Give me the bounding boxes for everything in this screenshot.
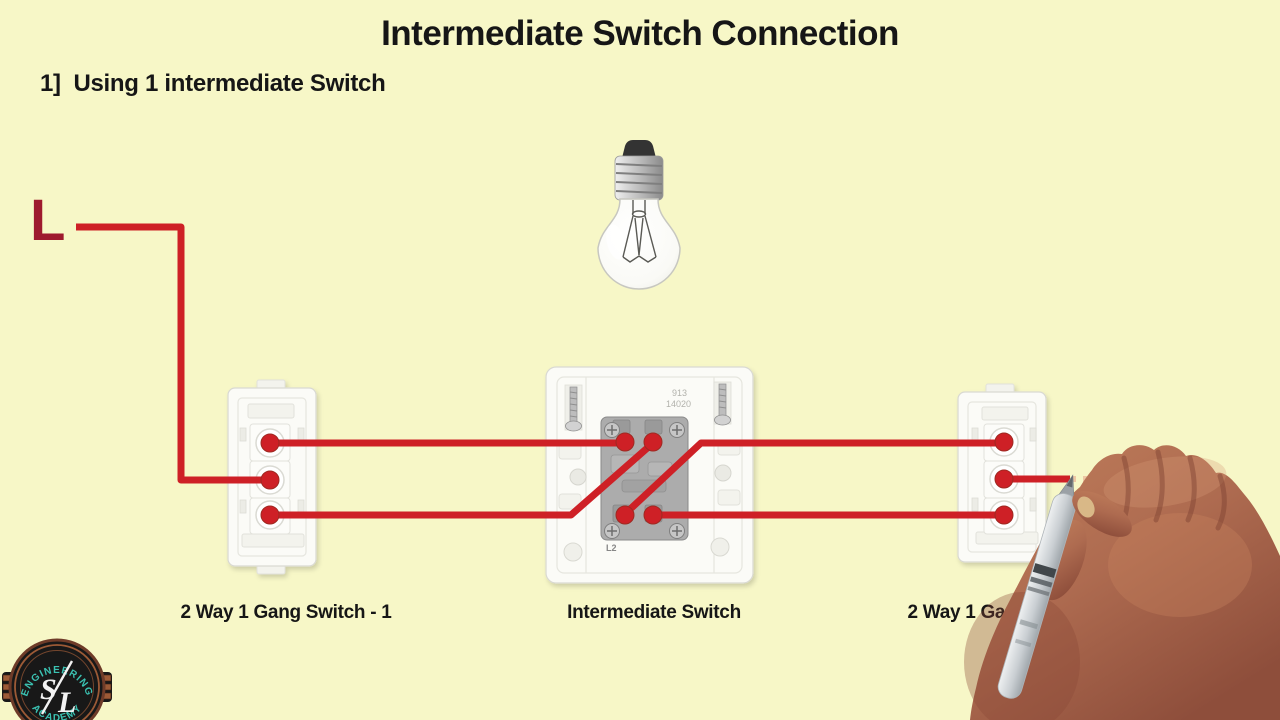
- knuckle-sheen: [1103, 456, 1227, 508]
- terminal-dot: [994, 469, 1014, 489]
- page-title: Intermediate Switch Connection: [381, 14, 899, 53]
- left-switch-label: 2 Way 1 Gang Switch - 1: [180, 602, 392, 623]
- left-switch-bottom-strip: [241, 533, 305, 548]
- pen-point: [1066, 475, 1073, 488]
- terminal-dot: [260, 470, 280, 490]
- wire-left-bottom-to-intermediate: [272, 440, 656, 519]
- mounting-screw-right: [713, 381, 732, 426]
- terminal-dot: [615, 432, 635, 452]
- mechanism-terminal-label: L2: [606, 543, 617, 553]
- subtitle: 1] Using 1 intermediate Switch: [40, 70, 386, 97]
- left-switch-top-detail: [247, 403, 295, 419]
- bulb-highlight: [606, 224, 626, 260]
- pen: [997, 474, 1077, 699]
- terminal-dot: [615, 505, 635, 525]
- mounting-screw-left: [564, 384, 583, 432]
- intermediate-switch-illustration: 913 14020 L2: [545, 366, 754, 584]
- right-switch-top-detail: [981, 406, 1029, 421]
- plate-marking-line2: 14020: [666, 399, 691, 409]
- pen-barrel: [997, 493, 1077, 699]
- wires: [76, 223, 1092, 519]
- terminal-dot: [994, 432, 1014, 452]
- terminal-dots: [260, 432, 1014, 525]
- logo: ENGINEERING ACADEMY S L: [2, 638, 112, 720]
- plate-marking-line1: 913: [672, 388, 687, 398]
- light-bulb-illustration: [597, 140, 681, 290]
- terminal-dot: [994, 505, 1014, 525]
- pen-markings: [1014, 563, 1057, 648]
- bulb-filament: [622, 200, 657, 263]
- terminal-dot: [643, 505, 663, 525]
- logo-copper-ring: [14, 644, 100, 720]
- bulb-cap: [622, 140, 656, 158]
- bulb-glass: [597, 198, 681, 290]
- terminal-dot: [260, 433, 280, 453]
- index-fingernail: [1077, 496, 1095, 518]
- intermediate-plate-inner: [556, 376, 743, 574]
- terminal-dot: [260, 505, 280, 525]
- wire-live-feed: [76, 223, 266, 484]
- terminal-dot: [643, 432, 663, 452]
- mechanism-corner-screws: [604, 422, 685, 539]
- plate-molded-bumps: [558, 439, 741, 562]
- logo-monogram-slash: [40, 660, 74, 715]
- live-line-label: L: [30, 188, 66, 253]
- intermediate-switch-label: Intermediate Switch: [567, 602, 741, 623]
- hand-with-pen-illustration: [964, 445, 1280, 720]
- logo-outer-circle: [8, 638, 106, 720]
- wire-intermediate-cross-to-right-top: [622, 439, 1002, 517]
- logo-monogram-l: L: [57, 686, 76, 719]
- logo-inner-ring: [20, 650, 94, 720]
- palm-highlight: [1108, 513, 1252, 617]
- bulb-screw-ridges: [615, 163, 663, 194]
- hand: [970, 445, 1280, 720]
